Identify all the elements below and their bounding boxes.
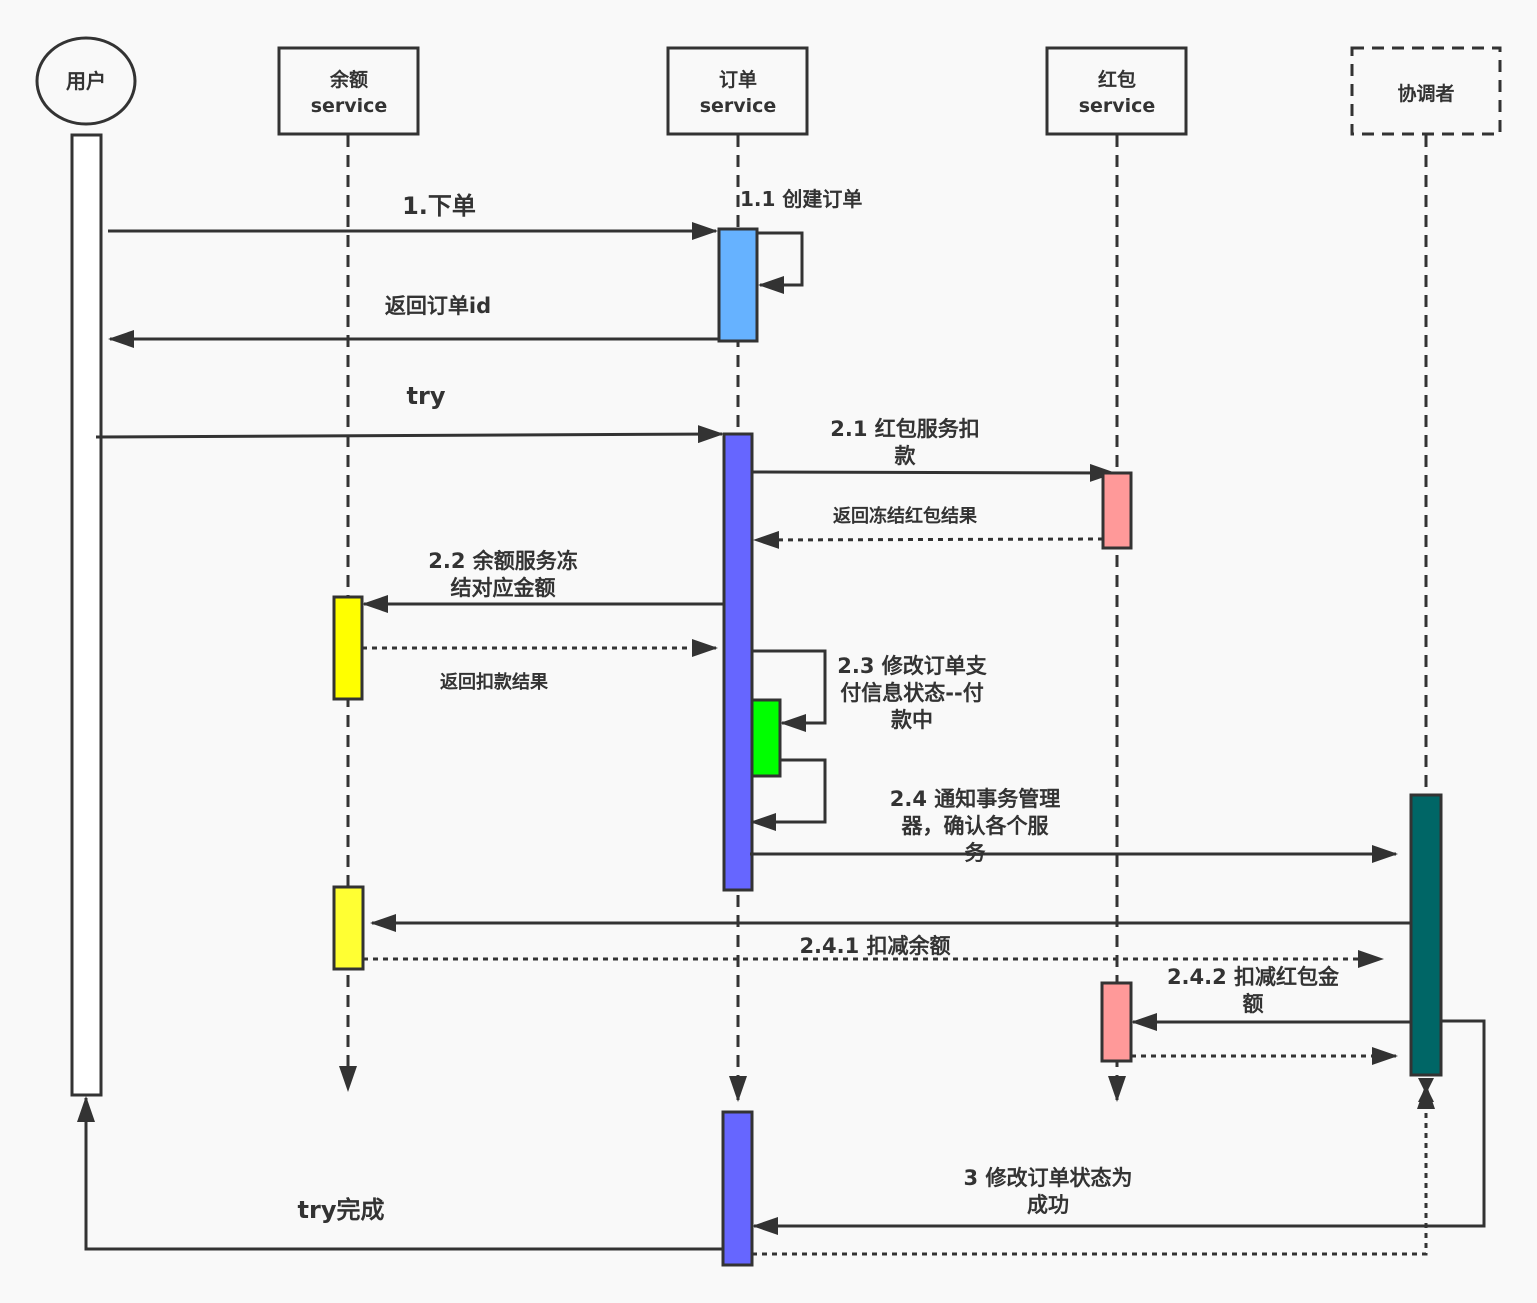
participant-balance-label-2: service xyxy=(311,95,388,117)
participant-redpacket-label-1: 红包 xyxy=(1098,68,1136,91)
participant-coordinator: 协调者 xyxy=(1350,46,1502,136)
label-notify-coordinator-3: 务 xyxy=(965,841,987,865)
activation-order-confirm xyxy=(721,1110,754,1267)
label-deduct-redpacket-1: 2.4.2 扣减红包金 xyxy=(1167,965,1340,989)
arrow-try-complete xyxy=(77,1096,723,1251)
label-return-deduct-result: 返回扣款结果 xyxy=(440,671,549,693)
participant-order-service: 订单 service xyxy=(666,46,809,136)
participant-balance-label-1: 余额 xyxy=(329,68,368,91)
activation-order-create xyxy=(717,227,759,343)
participant-user: 用户 xyxy=(35,36,137,126)
participant-user-label: 用户 xyxy=(66,69,106,93)
label-update-payment-status-2: 付信息状态--付 xyxy=(840,681,983,705)
activation-balance-freeze xyxy=(332,595,364,701)
label-notify-coordinator-1: 2.4 通知事务管理 xyxy=(890,787,1061,811)
label-balance-freeze-2: 结对应金额 xyxy=(451,576,556,600)
label-return-redpacket-freeze: 返回冻结红包结果 xyxy=(833,505,978,527)
participant-redpacket-service: 红包 service xyxy=(1045,46,1188,136)
arrow-self-return-status xyxy=(750,758,827,831)
arrow-return-to-coordinator xyxy=(752,1083,1435,1256)
label-notify-coordinator-2: 器，确认各个服 xyxy=(901,814,1050,838)
activation-coordinator xyxy=(1409,793,1443,1077)
label-deduct-redpacket-2: 额 xyxy=(1243,992,1264,1016)
label-balance-freeze-1: 2.2 余额服务冻 xyxy=(428,549,578,573)
participant-order-label-1: 订单 xyxy=(719,68,757,91)
label-redpacket-deduct-1: 2.1 红包服务扣 xyxy=(830,417,980,441)
label-update-order-success-2: 成功 xyxy=(1027,1193,1069,1217)
arrow-update-order-success xyxy=(752,1019,1486,1235)
activation-order-try xyxy=(722,432,754,892)
label-update-payment-status-3: 款中 xyxy=(891,708,933,732)
arrow-return-redpacket-freeze xyxy=(753,530,1104,549)
arrow-self-create-order xyxy=(757,231,804,294)
activation-redpacket-deduct xyxy=(1100,981,1133,1063)
label-redpacket-deduct-2: 款 xyxy=(895,444,917,468)
arrow-redpacket-deduct xyxy=(751,463,1116,482)
arrow-self-update-payment-status xyxy=(752,649,827,732)
activation-redpacket-freeze xyxy=(1101,471,1133,550)
activation-balance-deduct xyxy=(332,885,365,971)
label-return-order-id: 返回订单id xyxy=(385,294,491,318)
arrow-try xyxy=(95,425,724,444)
activation-user xyxy=(70,133,103,1097)
label-create-order: 1.1 创建订单 xyxy=(740,187,862,211)
label-try-complete: try完成 xyxy=(298,1196,385,1224)
participant-coordinator-label: 协调者 xyxy=(1397,82,1454,105)
label-place-order: 1.下单 xyxy=(402,192,476,220)
label-try: try xyxy=(407,382,446,410)
participant-redpacket-label-2: service xyxy=(1079,95,1156,117)
participant-balance-service: 余额 service xyxy=(277,46,420,136)
coordinator-endpoint-marker xyxy=(1418,1078,1434,1102)
activation-order-status xyxy=(750,698,782,778)
participant-order-label-2: service xyxy=(700,95,777,117)
label-update-order-success-1: 3 修改订单状态为 xyxy=(964,1166,1133,1190)
label-update-payment-status-1: 2.3 修改订单支 xyxy=(837,654,988,678)
label-deduct-balance: 2.4.1 扣减余额 xyxy=(799,934,950,958)
